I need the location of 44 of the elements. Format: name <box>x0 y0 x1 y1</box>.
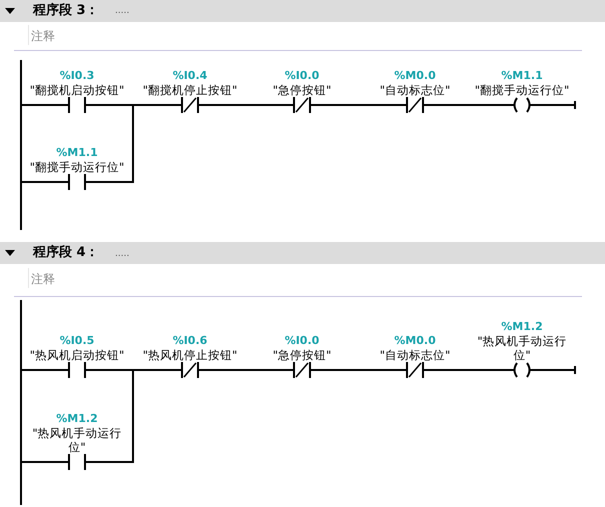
tag-name: "自动标志位" <box>378 83 452 97</box>
placeholder-text: ..... <box>115 248 130 260</box>
placeholder-text: ..... <box>115 5 130 17</box>
address-label: %I0.3 <box>58 69 96 83</box>
tag-name: "自动标志位" <box>378 348 452 362</box>
wire <box>423 104 514 106</box>
wire <box>85 104 182 183</box>
tag-name: "翻搅机启动按钮" <box>28 83 126 97</box>
tag-name: "热风机启动按钮" <box>28 348 126 362</box>
wire <box>22 181 69 183</box>
address-label: %I0.0 <box>284 334 320 348</box>
comment-text: 注释 <box>31 271 55 287</box>
address-label: %M1.2 <box>500 320 544 334</box>
address-label: %I0.4 <box>172 69 208 83</box>
tag-name: "翻搅机停止按钮" <box>142 83 238 97</box>
address-label: %M1.2 <box>55 412 99 426</box>
tag-name: "热风机手动运行位" <box>31 426 123 454</box>
comment-text: 注释 <box>31 28 55 44</box>
tag-name: "热风机停止按钮" <box>142 348 238 362</box>
tag-name: "急停按钮" <box>272 83 332 97</box>
network-title: 程序段 4： <box>33 244 99 262</box>
tag-name: "翻搅手动运行位" <box>28 160 126 174</box>
wire <box>85 369 182 463</box>
address-label: %M1.1 <box>500 69 544 83</box>
address-label: %I0.0 <box>284 69 320 83</box>
wire <box>22 104 69 106</box>
wire <box>198 104 294 106</box>
wire <box>310 104 407 106</box>
wire <box>198 369 294 371</box>
address-label: %I0.5 <box>58 334 96 348</box>
tag-name: "翻搅手动运行位" <box>474 83 570 97</box>
network-title: 程序段 3： <box>33 2 99 20</box>
wire <box>22 369 69 371</box>
address-label: %I0.6 <box>172 334 208 348</box>
wire <box>22 461 69 463</box>
wire <box>310 369 407 371</box>
address-label: %M0.0 <box>393 334 437 348</box>
address-label: %M1.1 <box>55 146 99 160</box>
tag-name: "热风机手动运行位" <box>476 334 568 362</box>
tag-name: "急停按钮" <box>272 348 332 362</box>
address-label: %M0.0 <box>393 69 437 83</box>
wire <box>529 365 576 375</box>
wire <box>423 369 514 371</box>
wire <box>529 100 576 110</box>
